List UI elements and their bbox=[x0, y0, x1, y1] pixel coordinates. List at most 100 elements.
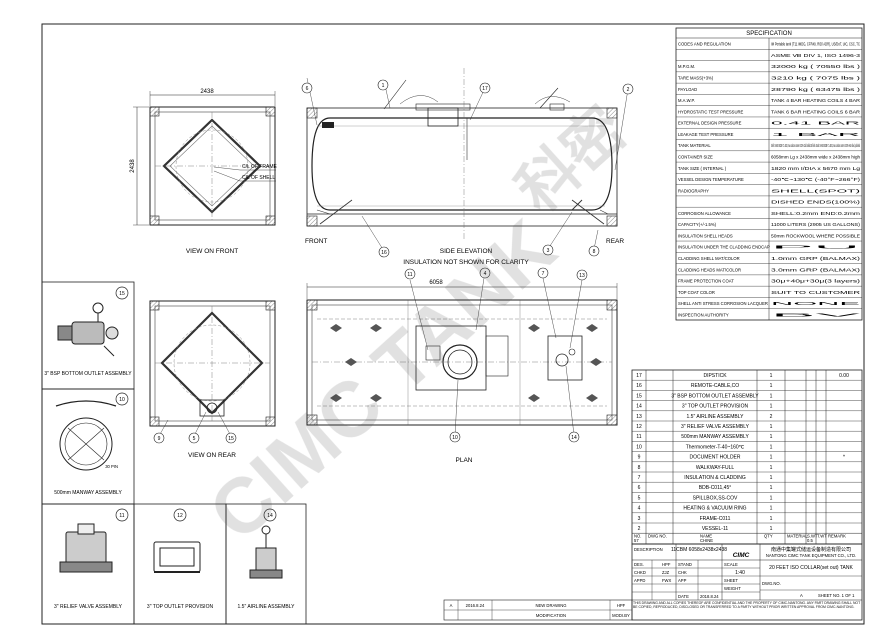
item-balloons: 6 1 17 2 16 3 8 11 4 7 13 9 5 15 10 14 bbox=[153, 79, 634, 444]
tb-company-en: NANTONG CIMC TANK EQUIPMENT CO., LTD. bbox=[766, 553, 856, 558]
detail-panels: 15 3" BSP BOTTOM OUTLET ASSEMBLY 10 30 P… bbox=[41, 281, 307, 625]
balloon-17: 17 bbox=[482, 86, 488, 92]
spec-value: 3210 kg ( 7075 lbs ) bbox=[771, 76, 861, 81]
balloon-2: 2 bbox=[627, 87, 630, 93]
spec-key: TOP COAT COLOR bbox=[678, 290, 715, 295]
bom-qty: 2 bbox=[770, 414, 773, 420]
tb-role-app-k: APPD bbox=[634, 578, 645, 583]
detail-12-label: 3" TOP OUTLET PROVISION bbox=[147, 604, 214, 610]
tb-company-cn: 南通中集罐式储运设备制造有限公司 bbox=[771, 546, 851, 553]
bom-name: SPILLBOX,SS-COV bbox=[693, 495, 738, 501]
caption-view-on-front: VIEW ON FRONT bbox=[186, 248, 238, 255]
spec-key: INSULATION UNDER THE CLADDING ENDCAP bbox=[678, 245, 770, 250]
balloon-15: 15 bbox=[228, 436, 234, 442]
tb-scale: 1:40 bbox=[735, 570, 745, 576]
rev-by: HPF bbox=[617, 603, 626, 608]
bom-qty: 1 bbox=[770, 495, 773, 501]
tb-description: 11CBM 6058x2438x2438 bbox=[671, 547, 727, 553]
plan-view: 6058 bbox=[306, 277, 618, 464]
bom-qty: 1 bbox=[770, 444, 773, 450]
bom-no: 15 bbox=[636, 393, 642, 399]
spec-key: RADIOGRAPHY bbox=[678, 188, 709, 193]
detail-10-dim: 30 PIN bbox=[105, 464, 118, 469]
bom-qty: 1 bbox=[770, 424, 773, 430]
rev-label-desc: MODIFICATION bbox=[536, 613, 566, 618]
spec-key: SHELL ANTI STRESS CORROSION LACQUER bbox=[678, 301, 768, 306]
bom-qty: 1 bbox=[770, 383, 773, 389]
spec-value: 1.0mm GRP (BALMAX) bbox=[771, 256, 861, 261]
bom-no: 12 bbox=[636, 424, 642, 430]
spec-value: SUIT TO CUSTOMER bbox=[771, 290, 860, 295]
spec-value: PU bbox=[771, 245, 860, 250]
spec-value: SHELL:0.2mm END:0.2mm bbox=[771, 211, 861, 216]
tb-description-label: DESCRIPTION bbox=[634, 547, 663, 552]
tb-role-des-v: HPF bbox=[662, 562, 671, 567]
bom-header-value: CHINE bbox=[700, 538, 713, 543]
relief-valve-icon bbox=[59, 523, 113, 573]
bom-qty: 1 bbox=[770, 455, 773, 461]
balloon-10: 10 bbox=[452, 435, 458, 441]
bom-qty: 1 bbox=[770, 485, 773, 491]
spec-value: 6058mm Lg x 2438mm wide x 2438mm high bbox=[771, 154, 861, 159]
bom-header-cell: T.WT bbox=[817, 534, 827, 539]
spec-value: TANK 4 BAR HEATING COILS 4 BAR bbox=[771, 98, 860, 103]
bom-qty: 1 bbox=[770, 434, 773, 440]
spec-key: M.P.G.M. bbox=[678, 64, 695, 69]
tb-role-chk-v: ZJZ bbox=[662, 570, 670, 575]
bom-qty: 1 bbox=[770, 404, 773, 410]
spec-key: PAYLOAD bbox=[678, 87, 697, 92]
spec-value: TANK 6 BAR HEATING COILS 6 BAR bbox=[771, 109, 860, 114]
bom-no: 7 bbox=[638, 475, 641, 481]
spec-key: M.A.W.P. bbox=[678, 98, 695, 103]
spec-value: 32000 kg ( 70550 lbs ) bbox=[771, 64, 861, 69]
bottom-outlet-icon bbox=[57, 302, 119, 357]
spec-value: Shell: SANS 50028-7:1.4402, max carbon c… bbox=[771, 143, 860, 148]
tb-logo: CIMC bbox=[733, 552, 750, 559]
bom-no: 11 bbox=[636, 434, 641, 440]
balloon-3: 3 bbox=[547, 248, 550, 254]
spec-value: 1820 mm I/DIA x 5670 mm Lg bbox=[771, 166, 861, 171]
balloon-1: 1 bbox=[382, 83, 385, 89]
rev-desc: NEW DRAWING bbox=[535, 603, 566, 608]
spec-title: SPECIFICATION bbox=[746, 31, 792, 37]
balloon-4: 4 bbox=[484, 271, 487, 277]
tb-disclaimer: THIS DRAWING AND ALL COPIES THEREOF ARE … bbox=[633, 601, 861, 609]
view-on-front: 2438 2438 C/L OF FRAME C/L OF SHELL VIEW… bbox=[130, 89, 277, 255]
bom-no: 10 bbox=[636, 444, 642, 450]
bom-header-cell: REMARK bbox=[828, 534, 846, 539]
bom-qty: 1 bbox=[770, 393, 773, 399]
spec-key: INSULATION SHELL HEADS bbox=[678, 233, 733, 238]
balloon-7: 7 bbox=[542, 271, 545, 277]
caption-view-on-rear: VIEW ON REAR bbox=[188, 452, 236, 459]
spec-value: -40℃~130℃ (-40°F~266°F) bbox=[771, 177, 861, 182]
bom-no: 13 bbox=[636, 414, 642, 420]
bom-name: REMOTE-CABLE,CO bbox=[691, 383, 739, 389]
bom-no: 8 bbox=[638, 465, 641, 471]
detail-10-num: 10 bbox=[119, 397, 125, 403]
bom-remark: 0.00 bbox=[839, 373, 849, 379]
spec-key: HYDROSTATIC TEST PRESSURE bbox=[678, 109, 744, 114]
airline-icon bbox=[249, 525, 283, 579]
spec-value: 11000 LITERS (2905 US GALLONS) bbox=[771, 222, 861, 227]
bom-header-cell: S.WT bbox=[807, 534, 818, 539]
bom-name: HEATING & VACUUM RING bbox=[683, 506, 746, 512]
bom-header-value: 0.5 bbox=[807, 538, 813, 543]
bom-name: Thermometer-T-40~160℃ bbox=[686, 444, 745, 450]
bom-qty: 1 bbox=[770, 373, 773, 379]
caption-plan: PLAN bbox=[456, 457, 473, 464]
tb-sheet: SHEET NO. 1 OF 1 bbox=[818, 593, 855, 598]
tb-role-app-v: FWX bbox=[662, 578, 672, 583]
detail-11-num: 11 bbox=[119, 513, 124, 519]
spec-key: TARE MASS(+3%) bbox=[678, 76, 714, 81]
spec-value: 28790 kg ( 63475 lbs ) bbox=[771, 87, 861, 92]
tb-app: APP bbox=[678, 578, 687, 583]
tb-title: 20 FEET ISO COLLAR(set out) TANK bbox=[769, 565, 853, 571]
side-elevation: FRONT REAR SIDE ELEVATION INSULATION NOT… bbox=[305, 68, 629, 266]
detail-15-label: 3" BSP BOTTOM OUTLET ASSEMBLY bbox=[44, 371, 132, 377]
spec-value: NONE bbox=[771, 301, 861, 306]
caption-rear-end: REAR bbox=[606, 238, 624, 245]
tb-stand: STAND bbox=[678, 562, 692, 567]
spec-key: FRAME PROTECTION COAT bbox=[678, 279, 734, 284]
